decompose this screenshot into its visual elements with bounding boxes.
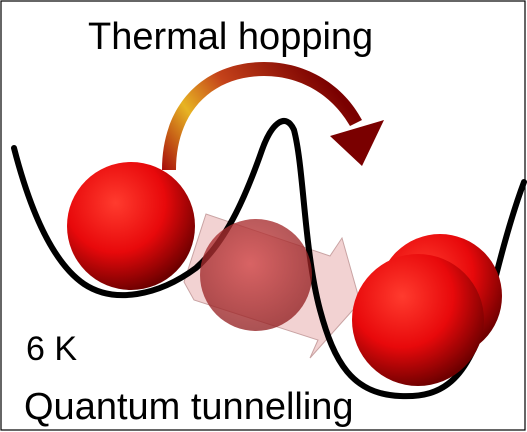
right-well-sphere-front <box>352 254 484 386</box>
temperature-label: 6 K <box>26 330 78 368</box>
hop-arrow-icon <box>162 62 362 170</box>
tunnelling-sphere <box>200 219 312 331</box>
thermal-hopping-label: Thermal hopping <box>88 16 374 58</box>
left-well-sphere <box>67 162 195 290</box>
quantum-tunnelling-label: Quantum tunnelling <box>24 386 354 428</box>
hop-arrowhead-icon <box>330 120 384 166</box>
